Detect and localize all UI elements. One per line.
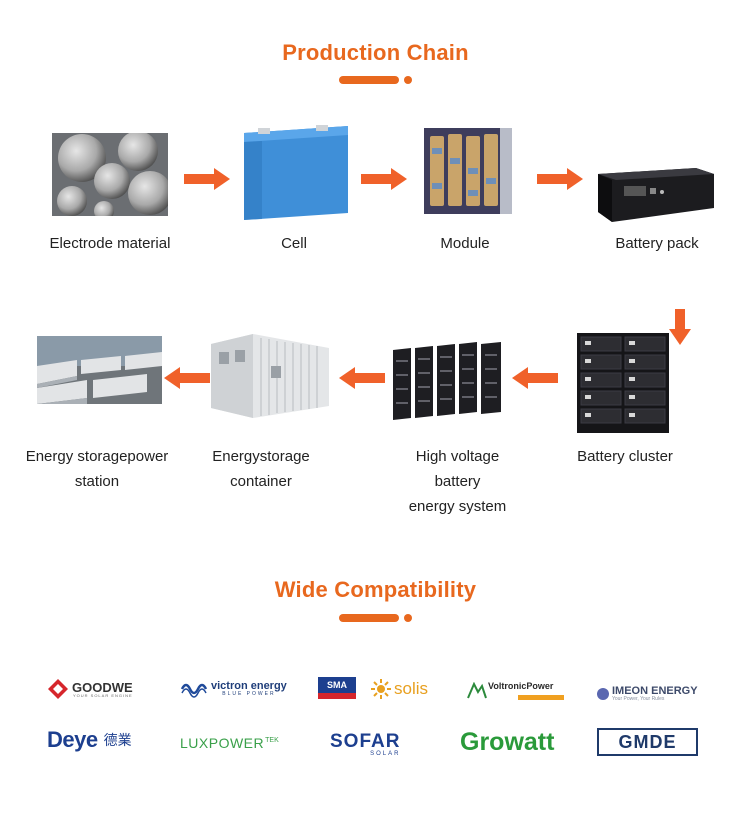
victron-wave-icon [180, 683, 208, 698]
victron-name: victron energy [211, 680, 287, 692]
imeon-tagline: Your Power, Your Rules [612, 696, 665, 702]
title-underline-bar [339, 614, 399, 622]
step-caption-energy-storage-container: Energystorage container [212, 448, 310, 490]
arrow-right-icon [361, 168, 407, 190]
voltronic-logo: VoltronicPower [466, 677, 564, 705]
step-caption-power-station: Energy storagepower station [25, 448, 169, 490]
sofar-tagline: SOLAR [370, 750, 401, 757]
title-underline-dot [404, 614, 412, 622]
growatt-name: Growatt [460, 727, 555, 756]
goodwe-tagline: YOUR SOLAR ENGINE [72, 692, 133, 698]
step-caption-cell: Cell [281, 235, 307, 252]
arrow-right-icon [184, 168, 230, 190]
sma-logo: SMA [318, 677, 356, 699]
imeon-dot-icon [597, 688, 609, 700]
luxpower-logo: LUXPOWER TEK [180, 733, 279, 753]
voltronic-name: VoltronicPower [488, 681, 554, 691]
solis-logo: solis [371, 678, 428, 700]
production-chain-title: Production Chain [282, 40, 469, 65]
sma-name: SMA [327, 680, 347, 690]
step-caption-electrode-material: Electrode material [49, 235, 171, 252]
voltronic-mark-icon [467, 682, 487, 699]
arrow-right-icon [537, 168, 583, 190]
solis-name: solis [394, 679, 429, 698]
gmde-name: GMDE [618, 731, 677, 752]
sofar-name: SOFAR [330, 730, 401, 752]
goodwe-mark-icon [48, 679, 68, 699]
step-caption-battery-cluster: Battery cluster [577, 448, 673, 465]
title-underline-bar [339, 76, 399, 84]
battery-pack-image [598, 164, 714, 226]
goodwe-logo: GOODWE YOUR SOLAR ENGINE [48, 676, 133, 702]
arrow-down-icon [669, 309, 691, 345]
victron-logo: victron energy BLUE POWER [180, 676, 287, 702]
luxpower-suffix: TEK [265, 736, 279, 744]
sofar-logo: SOFAR SOLAR [330, 731, 400, 757]
title-underline-dot [404, 76, 412, 84]
arrow-left-icon [164, 367, 210, 389]
step-caption-module: Module [440, 235, 490, 252]
deye-chinese-name: 德業 [103, 733, 132, 749]
step-caption-high-voltage-system: High voltage battery energy system [408, 448, 507, 515]
growatt-logo: Growatt [460, 727, 554, 757]
step-caption-battery-pack: Battery pack [615, 235, 699, 252]
goodwe-name: GOODWE [72, 679, 133, 695]
imeon-name: IMEON ENERGY [612, 685, 698, 697]
deye-logo: Deye 德業 [47, 727, 132, 753]
wide-compatibility-title: Wide Compatibility [274, 577, 477, 602]
energy-storage-container-image [207, 332, 331, 420]
deye-name: Deye [47, 727, 98, 752]
imeon-logo: IMEON ENERGY Your Power, Your Rules [597, 684, 698, 704]
module-image [424, 128, 512, 214]
gmde-logo: GMDE [597, 728, 698, 756]
electrode-material-image [52, 133, 168, 216]
luxpower-name: LUXPOWER [180, 735, 265, 751]
arrow-left-icon [512, 367, 558, 389]
cell-image [236, 121, 354, 222]
solis-sun-icon [371, 679, 391, 699]
battery-cluster-image [577, 333, 669, 433]
power-station-image [37, 336, 162, 404]
high-voltage-system-image [389, 340, 505, 422]
arrow-left-icon [339, 367, 385, 389]
victron-tagline: BLUE POWER [222, 691, 276, 697]
